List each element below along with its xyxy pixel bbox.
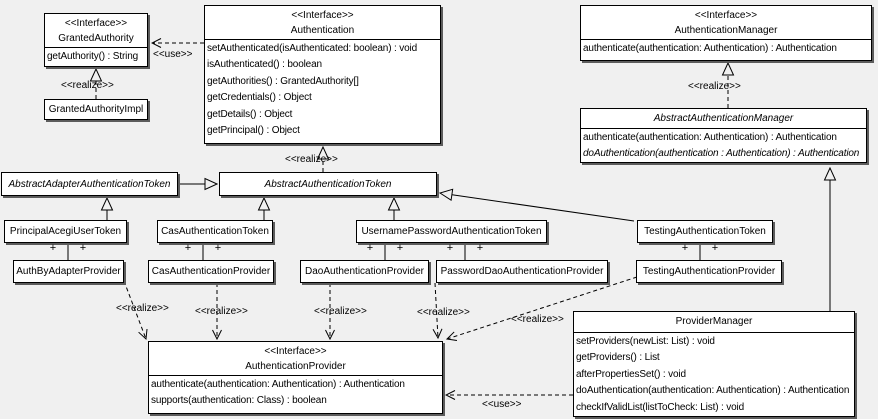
method-label: supports(authentication: Class) : boolea… [151, 395, 327, 407]
association-plus-label: + [396, 242, 404, 254]
class-title: <<Interface>> AuthenticationProvider [149, 342, 442, 376]
method-label: setAuthenticated(isAuthenticated: boolea… [207, 43, 418, 54]
class-title: <<Interface>> AuthenticationManager [581, 6, 871, 40]
class-name-label: CasAuthenticationToken [161, 226, 269, 237]
association-plus-label: + [184, 242, 192, 254]
class-box-testing-authentication-token[interactable]: TestingAuthenticationToken [637, 220, 773, 243]
realize-edge-testingauthenticationprovider[interactable] [447, 276, 638, 339]
class-box-abstract-adapter-authentication-token[interactable]: AbstractAdapterAuthenticationToken [1, 172, 178, 196]
class-name-label: PasswordDaoAuthenticationProvider [440, 266, 604, 277]
class-title: <<Interface>> Authentication [205, 6, 440, 40]
methods-compartment: authenticate(authentication: Authenticat… [149, 376, 442, 411]
methods-compartment: authenticate(authentication: Authenticat… [581, 129, 866, 164]
use-stereotype-label: <<use>> [482, 399, 522, 410]
class-box-auth-by-adapter-provider[interactable]: AuthByAdapterProvider [13, 260, 124, 283]
class-name-label: GrantedAuthority [58, 33, 134, 44]
method-label: getCredentials() : Object [207, 92, 312, 104]
class-box-principal-acegi-user-token[interactable]: PrincipalAcegiUserToken [4, 220, 127, 243]
methods-compartment: setAuthenticated(isAuthenticated: boolea… [205, 40, 440, 140]
class-name-label: TestingAuthenticationProvider [642, 266, 776, 277]
method-label: doAuthentication(authentication : Authen… [583, 148, 860, 160]
realize-stereotype-label: <<realize>> [116, 303, 169, 314]
class-name-label: AuthenticationManager [674, 25, 778, 36]
class-name-label: CasAuthenticationProvider [151, 266, 271, 277]
class-box-authentication[interactable]: <<Interface>> Authentication setAuthenti… [204, 5, 441, 144]
association-plus-label: + [79, 242, 87, 254]
method-label: setProviders(newList: List) : void [576, 336, 715, 347]
methods-compartment: authenticate(authentication: Authenticat… [581, 40, 871, 58]
class-name-label: GrantedAuthorityImpl [48, 104, 144, 115]
method-label: getDetails() : Object [207, 108, 293, 120]
stereotype-label: <<Interface>> [264, 346, 327, 357]
class-box-password-dao-authentication-provider[interactable]: PasswordDaoAuthenticationProvider [436, 260, 608, 283]
realize-stereotype-label: <<realize>> [285, 154, 338, 165]
method-label: isAuthenticated() : boolean [207, 59, 322, 71]
stereotype-label: <<Interface>> [64, 18, 128, 29]
realize-stereotype-label: <<realize>> [417, 307, 470, 318]
class-box-granted-authority[interactable]: <<Interface>> GrantedAuthority getAuthor… [44, 13, 148, 67]
realize-edge-authbyadapterprovider[interactable] [123, 280, 146, 339]
realize-stereotype-label: <<realize>> [314, 306, 367, 317]
class-box-cas-authentication-token[interactable]: CasAuthenticationToken [157, 220, 273, 243]
class-name-label: PrincipalAcegiUserToken [9, 226, 122, 237]
methods-compartment: getAuthority() : String [45, 48, 147, 66]
class-name-label: DaoAuthenticationProvider [305, 266, 424, 277]
method-label: authenticate(authentication: Authenticat… [583, 43, 837, 54]
association-plus-label: + [681, 242, 689, 254]
class-name-label: AuthByAdapterProvider [16, 266, 121, 277]
class-name-label: Authentication [290, 25, 355, 36]
association-plus-label: + [49, 242, 57, 254]
methods-compartment: setProviders(newList: List) : void getPro… [574, 333, 854, 417]
association-plus-label: + [366, 242, 374, 254]
realize-stereotype-label: <<realize>> [61, 80, 114, 91]
class-box-username-password-authentication-token[interactable]: UsernamePasswordAuthenticationToken [356, 220, 547, 243]
method-label: afterPropertiesSet() : void [576, 368, 686, 380]
class-name-label: ProviderManager [574, 312, 854, 333]
method-label: authenticate(authentication: Authenticat… [151, 379, 405, 390]
class-box-provider-manager[interactable]: ProviderManager setProviders(newList: Li… [573, 311, 855, 417]
class-box-cas-authentication-provider[interactable]: CasAuthenticationProvider [148, 260, 274, 283]
class-box-abstract-authentication-manager[interactable]: AbstractAuthenticationManager authentica… [580, 108, 867, 163]
method-label: getAuthority() : String [47, 51, 139, 62]
class-name-label: UsernamePasswordAuthenticationToken [361, 226, 542, 237]
association-plus-label: + [214, 242, 222, 254]
class-box-abstract-authentication-token[interactable]: AbstractAuthenticationToken [219, 172, 437, 196]
stereotype-label: <<Interface>> [694, 10, 758, 21]
realize-stereotype-label: <<realize>> [195, 306, 248, 317]
method-label: checkIfValidList(listToCheck: List) : vo… [576, 401, 745, 413]
stereotype-label: <<Interface>> [291, 10, 354, 21]
method-label: doAuthentication(authentication: Authent… [576, 385, 850, 397]
method-label: getProviders() : List [576, 352, 660, 364]
association-plus-label: + [476, 242, 484, 254]
class-name-label: AbstractAuthenticationToken [264, 178, 392, 190]
method-label: getAuthorities() : GrantedAuthority[] [207, 75, 359, 87]
use-stereotype-label: <<use>> [153, 49, 193, 60]
generalization-edge-testingtoken[interactable] [440, 193, 635, 222]
realize-edge-passworddaoprovider[interactable] [435, 282, 438, 338]
class-title: <<Interface>> GrantedAuthority [45, 14, 147, 48]
association-plus-label: + [446, 242, 454, 254]
class-box-authentication-manager[interactable]: <<Interface>> AuthenticationManager auth… [580, 5, 872, 61]
class-name-label: AbstractAuthenticationManager [581, 109, 866, 129]
association-plus-label: + [711, 242, 719, 254]
class-box-testing-authentication-provider[interactable]: TestingAuthenticationProvider [636, 260, 782, 283]
class-name-label: TestingAuthenticationToken [644, 226, 766, 237]
class-box-granted-authority-impl[interactable]: GrantedAuthorityImpl [44, 99, 148, 120]
method-label: authenticate(authentication: Authenticat… [583, 132, 837, 143]
class-name-label: AuthenticationProvider [245, 361, 346, 372]
class-box-authentication-provider[interactable]: <<Interface>> AuthenticationProvider aut… [148, 341, 443, 414]
realize-stereotype-label: <<realize>> [511, 314, 564, 325]
method-label: getPrincipal() : Object [207, 124, 300, 136]
realize-stereotype-label: <<realize>> [688, 81, 741, 92]
class-box-dao-authentication-provider[interactable]: DaoAuthenticationProvider [300, 260, 429, 283]
class-name-label: AbstractAdapterAuthenticationToken [8, 178, 171, 190]
